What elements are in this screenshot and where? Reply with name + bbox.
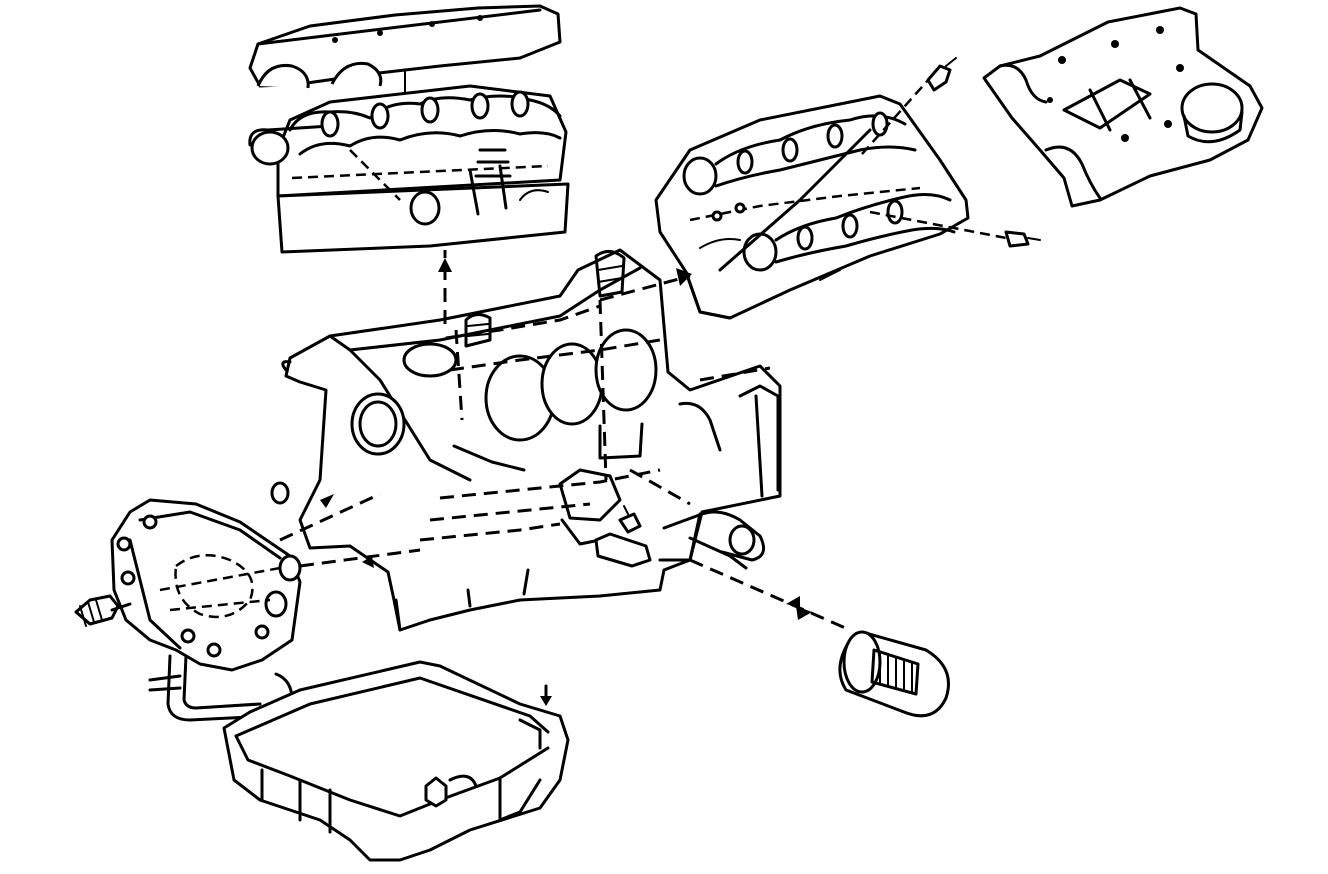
oil-pan <box>222 660 570 862</box>
right-head-sensor-upper <box>861 57 957 155</box>
left-cylinder-head <box>248 84 570 254</box>
upper-left-camshaft-cover <box>248 4 562 97</box>
oil-pressure-sender <box>594 505 766 570</box>
front-cover-oil-pump <box>74 498 302 672</box>
engine-block <box>270 248 782 632</box>
right-head-sensor-lower <box>869 210 1041 248</box>
right-cylinder-head <box>654 94 970 320</box>
oil-flow-arrows <box>279 250 692 568</box>
oil-filter <box>689 558 950 718</box>
right-camshaft-cover <box>982 6 1264 208</box>
